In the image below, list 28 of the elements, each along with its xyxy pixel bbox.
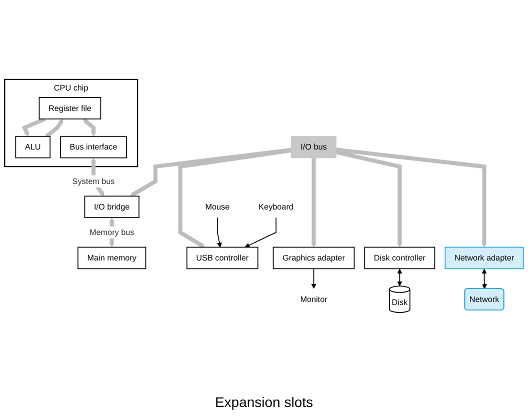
- edge-label: System bus: [72, 176, 115, 186]
- node-box: Register file: [38, 97, 102, 120]
- node-box: Graphics adapter: [272, 246, 355, 270]
- node-box: USB controller: [186, 246, 258, 270]
- edge-label: Memory bus: [89, 227, 134, 237]
- node-box: Disk controller: [364, 246, 436, 270]
- node-text: Keyboard: [258, 202, 294, 212]
- arrow: [311, 268, 316, 289]
- arrow: [336, 150, 402, 248]
- arrow: [45, 118, 64, 138]
- arrow: [482, 268, 487, 290]
- node-box: I/O bridge: [84, 196, 140, 218]
- arrow: [311, 158, 316, 248]
- node-box: Network adapter: [444, 246, 524, 270]
- arrow: [216, 217, 222, 248]
- node-box: Main memory: [78, 246, 146, 270]
- arrow: [336, 148, 487, 248]
- arrow: [130, 148, 292, 197]
- arrow: [397, 268, 402, 286]
- arrow: [82, 118, 96, 137]
- arrow: [244, 217, 276, 248]
- node-box: ALU: [15, 136, 50, 158]
- node-box: I/O bus: [291, 136, 336, 158]
- node-box: Bus interface: [60, 136, 127, 158]
- arrow: [22, 117, 46, 137]
- text-label: Expansion slots: [214, 394, 314, 410]
- node-text: Monitor: [300, 294, 328, 304]
- node-text: Mouse: [205, 202, 230, 212]
